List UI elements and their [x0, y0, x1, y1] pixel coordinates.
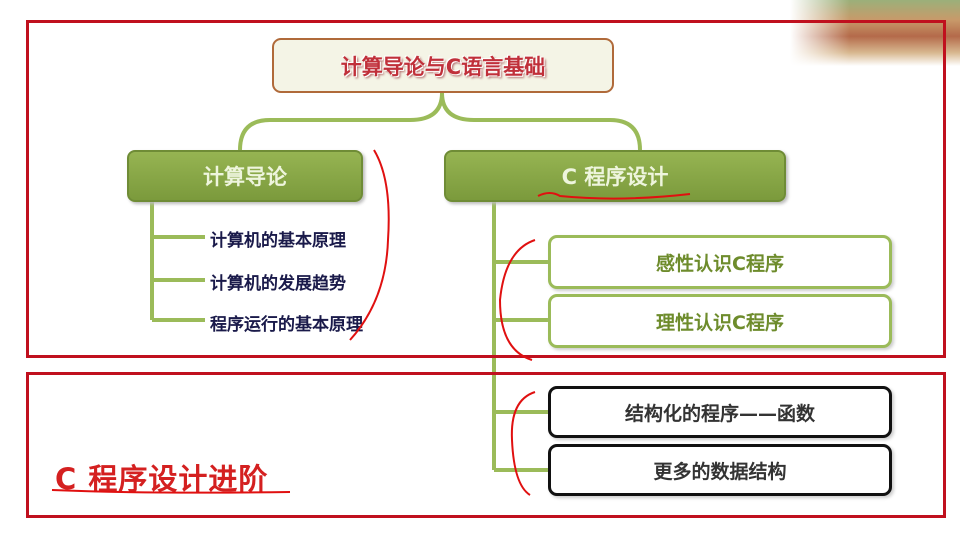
node-intro-computing[interactable]: 计算导论 [127, 150, 363, 202]
node-functions[interactable]: 结构化的程序——函数 [548, 386, 892, 438]
topic-item: 程序运行的基本原理 [210, 315, 363, 335]
root-node[interactable]: 计算导论与C语言基础 [272, 38, 614, 93]
basic-section-frame [26, 20, 946, 358]
node-c-programming[interactable]: C 程序设计 [444, 150, 786, 202]
node-data-structures[interactable]: 更多的数据结构 [548, 444, 892, 496]
topic-item: 计算机的发展趋势 [210, 274, 346, 294]
header-photo [790, 0, 960, 66]
advanced-section-frame [26, 372, 946, 518]
node-perceptual-c[interactable]: 感性认识C程序 [548, 235, 892, 289]
node-rational-c[interactable]: 理性认识C程序 [548, 294, 892, 348]
topic-item: 计算机的基本原理 [210, 231, 346, 251]
